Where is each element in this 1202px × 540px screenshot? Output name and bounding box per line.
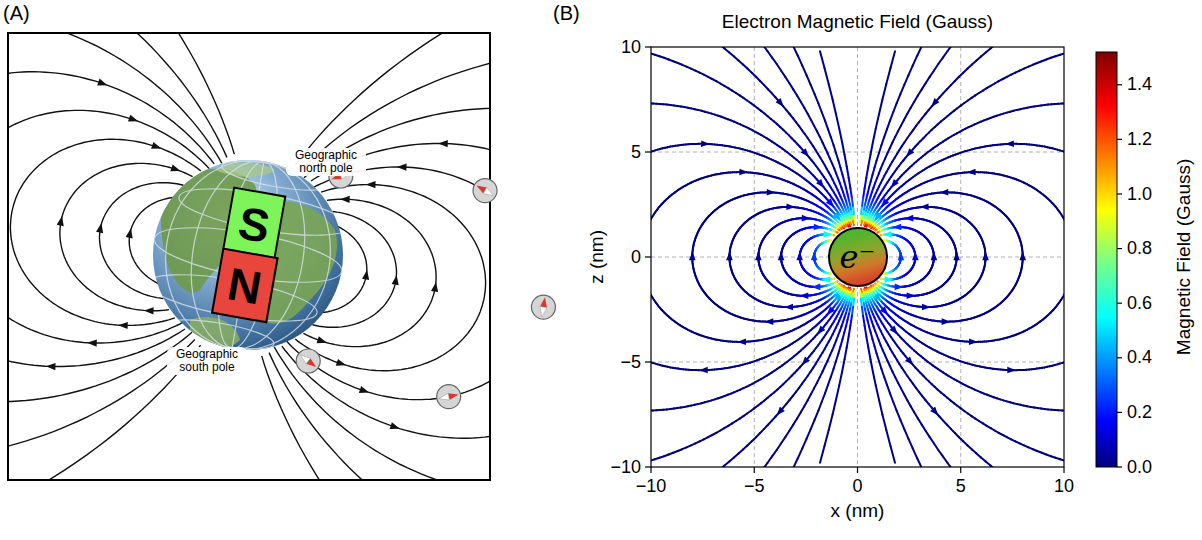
streamline bbox=[649, 222, 650, 224]
streamline bbox=[643, 154, 645, 155]
streamline bbox=[647, 287, 648, 289]
streamline bbox=[645, 230, 646, 232]
streamline bbox=[646, 360, 648, 361]
streamline bbox=[641, 358, 643, 359]
streamline bbox=[848, 225, 849, 227]
streamline bbox=[846, 225, 847, 226]
streamline bbox=[646, 228, 647, 230]
streamline bbox=[644, 278, 645, 280]
streamline bbox=[648, 223, 649, 225]
streamline bbox=[644, 235, 645, 237]
streamline bbox=[645, 281, 646, 283]
streamline bbox=[843, 228, 844, 229]
streamline bbox=[844, 226, 845, 227]
streamline bbox=[643, 359, 645, 360]
streamline bbox=[644, 233, 645, 235]
streamline bbox=[645, 232, 646, 234]
streamline bbox=[645, 283, 646, 285]
streamline bbox=[646, 153, 648, 154]
streamline bbox=[841, 228, 842, 229]
streamline bbox=[649, 291, 650, 293]
streamline bbox=[641, 155, 643, 156]
streamline bbox=[649, 292, 650, 294]
streamline bbox=[646, 286, 647, 288]
streamline bbox=[648, 289, 649, 291]
streamline bbox=[649, 220, 650, 222]
streamline bbox=[646, 284, 647, 286]
streamline bbox=[646, 227, 647, 229]
streamline bbox=[644, 279, 645, 281]
streamline bbox=[647, 225, 648, 227]
